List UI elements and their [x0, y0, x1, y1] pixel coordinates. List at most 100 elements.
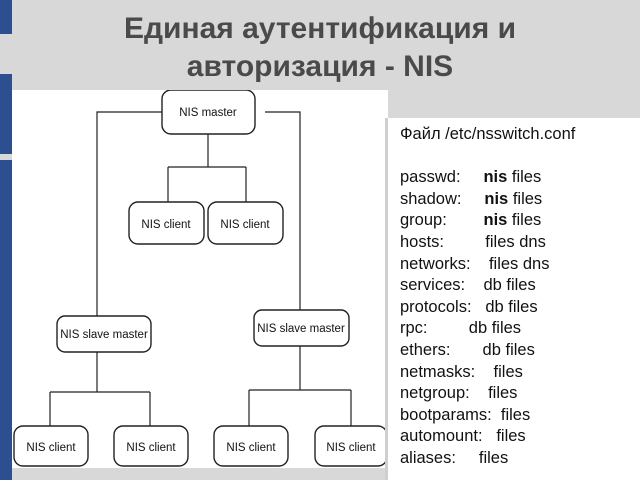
node-box-client-br1 — [213, 425, 289, 467]
config-entry-key: group: — [400, 211, 447, 230]
edge-slave-left-to-clients — [49, 350, 151, 426]
config-entry-gap — [450, 341, 482, 359]
config-entry: networks: files dns — [400, 254, 636, 276]
accent-stripe-top — [0, 0, 12, 34]
config-entry-gap — [472, 298, 486, 316]
config-entry: shadow: nis files — [400, 189, 636, 211]
node-nis-client-bottom-right-2: NIS client — [314, 425, 388, 467]
node-label-master: NIS master — [179, 107, 237, 119]
config-entry: group: nis files — [400, 210, 636, 232]
accent-stripe-middle — [0, 74, 12, 154]
node-nis-slave-master-left: NIS slave master — [56, 315, 152, 353]
config-entry-source-nis: nis — [483, 211, 508, 230]
node-box-client-top-right — [207, 201, 284, 245]
config-entry: hosts: files dns — [400, 232, 636, 254]
config-entry-value: files — [478, 448, 509, 467]
config-entry-key: netgroup: — [400, 384, 470, 403]
config-entry-gap — [465, 276, 483, 294]
config-entry-value: db files — [482, 340, 535, 359]
config-entry-value: files dns — [488, 254, 550, 273]
config-entry-key: shadow: — [400, 189, 462, 208]
nis-hierarchy-diagram: NIS master NIS client NIS client NIS sla… — [12, 90, 388, 468]
config-entry-gap — [447, 211, 484, 229]
accent-stripe-lower — [0, 160, 12, 480]
config-entry: aliases: files — [400, 448, 636, 470]
config-entry-key: netmasks: — [400, 362, 476, 381]
node-label-client-bl1: NIS client — [26, 442, 76, 454]
config-entry: services: db files — [400, 275, 636, 297]
node-box-slave-left — [56, 315, 152, 353]
config-entry-value: files — [511, 168, 542, 187]
config-entry: netgroup: files — [400, 383, 636, 405]
config-entry-gap — [483, 427, 497, 445]
config-entry-value: db files — [483, 276, 536, 295]
node-label-client-top-left: NIS client — [141, 219, 191, 231]
node-label-client-top-right: NIS client — [220, 219, 270, 231]
config-entry-gap — [444, 233, 485, 251]
config-entry-key: hosts: — [400, 232, 445, 251]
config-entry-key: passwd: — [400, 168, 461, 187]
config-entry: netmasks: files — [400, 362, 636, 384]
node-box-client-bl1 — [13, 425, 89, 467]
nis-hierarchy-svg: NIS master NIS client NIS client NIS sla… — [13, 90, 388, 467]
config-entry: rpc: db files — [400, 318, 636, 340]
config-entry-key: bootparams: — [400, 405, 492, 424]
node-label-slave-right: NIS slave master — [257, 323, 345, 335]
slide-title-line-2: авторизация - NIS — [186, 50, 454, 83]
node-nis-master: NIS master — [161, 90, 256, 135]
node-nis-client-top-right: NIS client — [207, 201, 284, 245]
config-entry-value: files — [493, 362, 523, 381]
config-entry-value: files — [488, 384, 518, 403]
node-box-client-bl2 — [113, 425, 189, 467]
config-entry-gap — [428, 319, 469, 337]
config-spacer — [400, 146, 636, 168]
config-entry-key: automount: — [400, 427, 483, 446]
node-nis-client-top-left: NIS client — [128, 201, 205, 245]
config-entry-gap — [461, 168, 484, 186]
config-entry-key: protocols: — [400, 297, 472, 316]
node-label-client-br2: NIS client — [326, 442, 376, 454]
config-entry-value: files — [496, 427, 526, 446]
config-entry-value: db files — [468, 319, 522, 338]
config-entry: ethers: db files — [400, 340, 636, 362]
nsswitch-config: Файл /etc/nsswitch.conf passwd: nis file… — [400, 124, 636, 470]
config-entry: passwd: nis files — [400, 167, 636, 189]
config-entry-key: services: — [400, 276, 466, 295]
config-entry-value: files — [500, 405, 531, 424]
node-nis-client-bottom-right-1: NIS client — [213, 425, 289, 467]
config-entry-key: rpc: — [400, 319, 428, 338]
node-box-client-br2 — [314, 425, 388, 467]
edge-master-to-top-clients — [167, 134, 247, 202]
diagram-edges — [49, 111, 352, 426]
config-panel — [388, 118, 640, 480]
config-entry-gap — [461, 190, 484, 208]
node-box-client-top-left — [128, 201, 205, 245]
slide-title-line-1: Единая аутентификация и — [123, 12, 517, 45]
config-entry-value: files dns — [485, 232, 546, 251]
config-entry-gap — [475, 363, 493, 381]
config-entry-value: files — [512, 189, 543, 208]
config-file-label: Файл /etc/nsswitch.conf — [400, 125, 576, 143]
config-entry-source-nis: nis — [484, 189, 509, 208]
config-entry-gap — [470, 384, 488, 402]
node-label-slave-left: NIS slave master — [60, 329, 148, 341]
node-box-slave-right — [253, 309, 350, 347]
config-entry: automount: files — [400, 426, 636, 448]
node-nis-client-bottom-left-1: NIS client — [13, 425, 89, 467]
config-entry-value: files — [511, 211, 542, 230]
slide-title: Единая аутентификация и авторизация - NI… — [40, 10, 600, 86]
node-label-client-br1: NIS client — [226, 442, 276, 454]
config-entry-gap — [456, 449, 479, 467]
node-box-master — [161, 90, 256, 135]
node-nis-client-bottom-left-2: NIS client — [113, 425, 189, 467]
config-entry-key: aliases: — [400, 448, 456, 467]
edge-slave-right-to-clients — [248, 344, 352, 426]
node-nis-slave-master-right: NIS slave master — [253, 309, 350, 347]
config-entry-key: ethers: — [400, 340, 451, 359]
node-label-client-bl2: NIS client — [126, 442, 176, 454]
config-entry-key: networks: — [400, 254, 471, 273]
config-entry: bootparams: files — [400, 405, 636, 427]
edge-master-to-slaves — [96, 111, 301, 318]
config-entry-source-nis: nis — [483, 168, 508, 187]
config-entry: protocols: db files — [400, 297, 636, 319]
